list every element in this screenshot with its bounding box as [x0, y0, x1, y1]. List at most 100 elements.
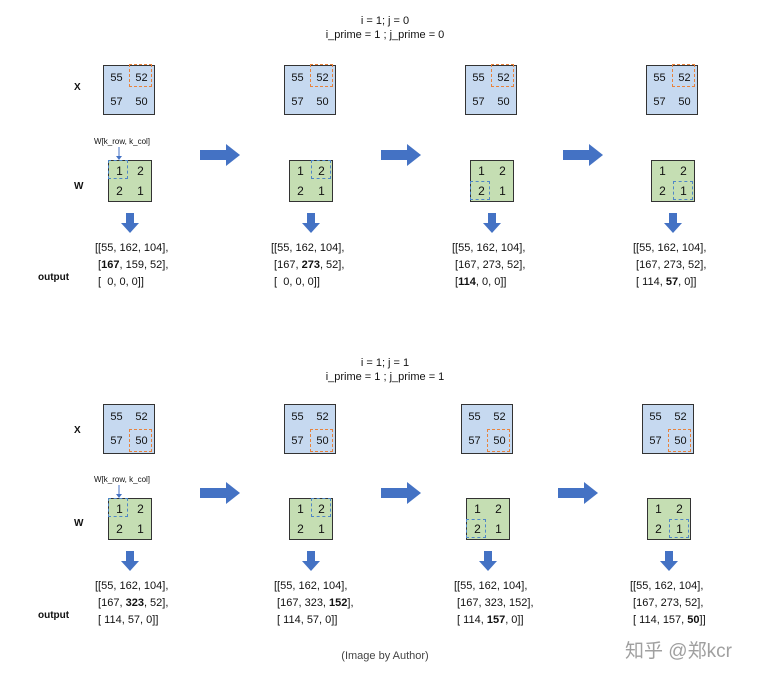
- panel2-step4-x-cell-2: 57: [649, 435, 662, 447]
- panel1-step2-x-cell-0: 55: [291, 72, 304, 84]
- panel2-step2-w-cell-0: 1: [297, 502, 304, 516]
- panel1-step3-output-row-2: [114, 0, 0]]: [452, 276, 507, 288]
- panel2-step4-x-cell-1: 52: [674, 411, 687, 423]
- panel1-step1-x-highlight: [129, 64, 152, 87]
- panel2-step2-x-highlight: [310, 429, 333, 452]
- panel2-step1-x-cell-3: 50: [135, 435, 148, 447]
- panel1-step2-w-cell-2: 2: [297, 184, 304, 198]
- panel1-step2-w-cell-0: 1: [297, 164, 304, 178]
- panel2-kernel-label: W[k_row, k_col]: [94, 475, 151, 484]
- panel1-step3-x-cell-3: 50: [497, 96, 510, 108]
- panel2-step4-x-cell-0: 55: [649, 411, 662, 423]
- panel2-step3-output-row-2: [ 114, 157, 0]]: [454, 614, 524, 626]
- panel2-step4-down-arrow-icon: [660, 551, 678, 571]
- panel2-step1-x-cell-1: 52: [135, 411, 148, 423]
- panel2-step4-w-cell-3: 1: [676, 522, 683, 536]
- panel2-step4-output-updated-value: 50: [687, 614, 700, 626]
- panel1-step2-output-row-1: [167, 273, 52],: [271, 259, 345, 271]
- panel2-step1-output-row-2: [ 114, 57, 0]]: [95, 614, 159, 626]
- panel2-label-output: output: [38, 610, 70, 621]
- watermark: 知乎 @郑kcr: [625, 641, 732, 662]
- panel2-step3-w-cell-1: 2: [495, 502, 502, 516]
- panel1-step4-output-row-0: [[55, 162, 104],: [633, 242, 707, 254]
- panel1-step4-x-cell-3: 50: [678, 96, 691, 108]
- panel2-label-x: X: [74, 425, 81, 436]
- panel1-step1-output-matrix: [[55, 162, 104], [167, 159, 52], [ 0, 0,…: [95, 240, 168, 291]
- panel1-label-w: W: [74, 181, 84, 192]
- panel2-step2-x-cell-1: 52: [316, 411, 329, 423]
- panel1-title-prime: i_prime = 1 ; j_prime = 0: [325, 29, 445, 41]
- panel1-step1-output-row-2: [ 0, 0, 0]]: [95, 276, 144, 288]
- panel1-step4-w-highlight: [673, 181, 693, 200]
- panel1-step3-down-arrow-icon: [483, 213, 501, 233]
- panel1-step3-x-cell-1: 52: [497, 72, 510, 84]
- panel1-step3-x-highlight: [491, 64, 514, 87]
- panel2-step4-output-row-2: [ 114, 157, 50]]: [630, 614, 706, 626]
- panel2-step2-down-arrow-icon: [302, 551, 320, 571]
- panel2-step1-w-cell-3: 1: [137, 522, 144, 536]
- panel1-step4-output-updated-value: 57: [665, 276, 679, 288]
- panel2-right-arrow-icon-2: [381, 482, 421, 504]
- panel1-step3-output-updated-value: 114: [458, 276, 476, 288]
- panel1-step1-w-cell-1: 2: [137, 164, 144, 178]
- panel2-step2-output-matrix: [[55, 162, 104], [167, 323, 152], [ 114,…: [274, 578, 354, 629]
- panel2-title-prime: i_prime = 1 ; j_prime = 1: [325, 371, 445, 383]
- panel1-step2-down-arrow-icon: [302, 213, 320, 233]
- panel1-step3-x-cell-2: 57: [472, 96, 485, 108]
- panel1-step4-x-cell-0: 55: [653, 72, 666, 84]
- panel1-step1-w-cell-2: 2: [116, 184, 123, 198]
- panel2-step3-x-cell-3: 50: [493, 435, 506, 447]
- panel2-step3-x-cell-2: 57: [468, 435, 481, 447]
- panel2-step3-w-cell-3: 1: [495, 522, 502, 536]
- panel2-step4-w-cell-0: 1: [655, 502, 662, 516]
- panel1-step3-output-row-0: [[55, 162, 104],: [452, 242, 526, 254]
- panel1-step4-x-highlight: [672, 64, 695, 87]
- panel2-right-arrow-icon-3: [558, 482, 598, 504]
- panel2-step1-down-arrow-icon: [121, 551, 139, 571]
- panel2-step1-output-row-1: [167, 323, 52],: [95, 597, 169, 609]
- panel1-step2-output-row-0: [[55, 162, 104],: [271, 242, 345, 254]
- panel1-step4-output-row-2: [ 114, 57, 0]]: [633, 276, 697, 288]
- panel1-step2-x-cell-3: 50: [316, 96, 329, 108]
- panel2-step3-w-highlight: [466, 519, 486, 538]
- panel2-step2-output-row-0: [[55, 162, 104],: [274, 580, 348, 592]
- panel1-right-arrow-icon-2: [381, 144, 421, 166]
- panel2-step2-w-cell-1: 2: [318, 502, 325, 516]
- panel1-step4-output-row-1: [167, 273, 52],: [633, 259, 707, 271]
- panel2-step3-down-arrow-icon: [479, 551, 497, 571]
- panel1-step1-w-highlight: [108, 160, 128, 179]
- panel1-step2-output-matrix: [[55, 162, 104], [167, 273, 52], [ 0, 0,…: [271, 240, 344, 291]
- panel1-step4-output-matrix: [[55, 162, 104], [167, 273, 52], [ 114, …: [633, 240, 706, 291]
- panel2-step3-x-highlight: [487, 429, 510, 452]
- panel2-step2-w-cell-3: 1: [318, 522, 325, 536]
- panel2-step1-output-matrix: [[55, 162, 104], [167, 323, 52], [ 114, …: [95, 578, 168, 629]
- panel1-step1-x-cell-3: 50: [135, 96, 148, 108]
- panel2-step1-output-updated-value: 323: [125, 597, 144, 609]
- panel1-step1-output-updated-value: 167: [101, 259, 120, 271]
- panel2-step4-w-cell-2: 2: [655, 522, 662, 536]
- panel2-step4-w-cell-1: 2: [676, 502, 683, 516]
- panel2-label-w: W: [74, 518, 84, 529]
- panel1-step1-w-cell-3: 1: [137, 184, 144, 198]
- panel1-step3-w-cell-2: 2: [478, 184, 485, 198]
- panel2-step3-w-cell-2: 2: [474, 522, 481, 536]
- panel1-label-output: output: [38, 272, 70, 283]
- panel2-step2-x-cell-0: 55: [291, 411, 304, 423]
- panel1-step4-w-cell-2: 2: [659, 184, 666, 198]
- panel1-step2-x-highlight: [310, 64, 333, 87]
- panel1-step1-output-row-0: [[55, 162, 104],: [95, 242, 169, 254]
- panel1-step3-x-cell-0: 55: [472, 72, 485, 84]
- panel1-step2-x-cell-2: 57: [291, 96, 304, 108]
- panel2-step1-w-cell-1: 2: [137, 502, 144, 516]
- caption: (Image by Author): [341, 650, 429, 662]
- panel1-step4-down-arrow-icon: [664, 213, 682, 233]
- panel2-step3-w-cell-0: 1: [474, 502, 481, 516]
